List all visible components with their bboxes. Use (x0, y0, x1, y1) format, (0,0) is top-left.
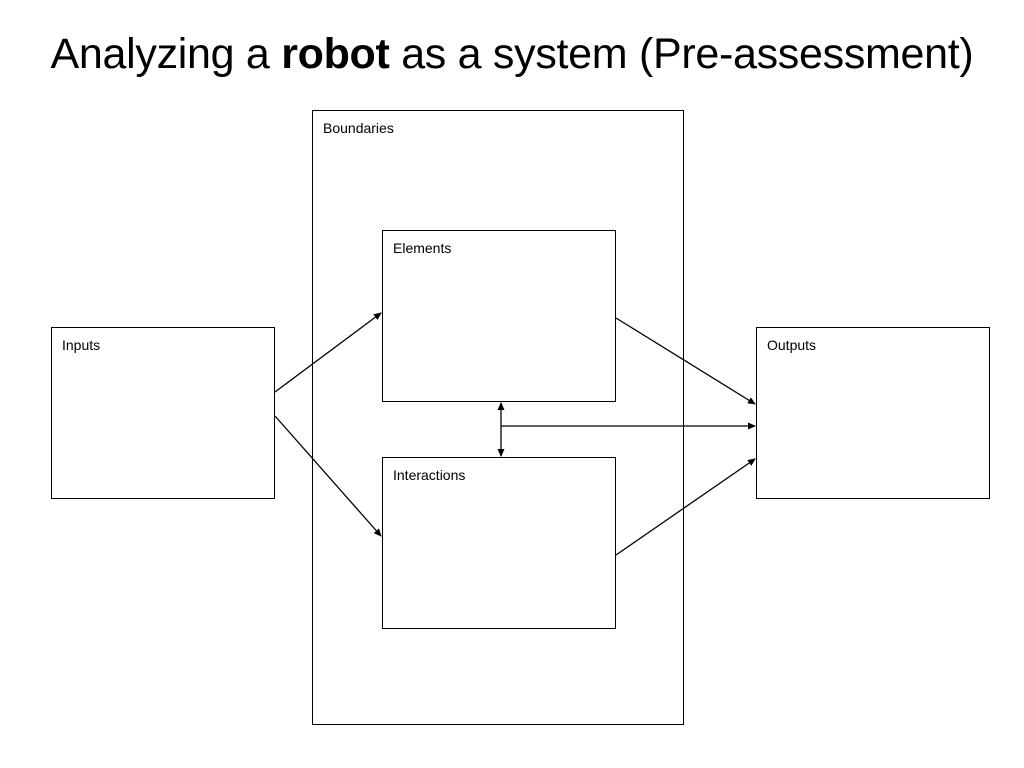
outputs-box: Outputs (756, 327, 990, 499)
slide-title: Analyzing a robot as a system (Pre-asses… (0, 26, 1024, 82)
elements-label: Elements (393, 240, 452, 256)
outputs-label: Outputs (767, 337, 817, 353)
interactions-label: Interactions (393, 467, 466, 483)
title-suffix: as a system (Pre-assessment) (389, 30, 974, 78)
interactions-box: Interactions (382, 457, 616, 629)
boundaries-label: Boundaries (323, 120, 394, 136)
boundaries-box: Boundaries (312, 110, 684, 725)
elements-box: Elements (382, 230, 616, 402)
inputs-box: Inputs (51, 327, 275, 499)
title-prefix: Analyzing a (50, 30, 282, 78)
inputs-label: Inputs (62, 337, 101, 353)
title-bold-word: robot (281, 30, 390, 78)
